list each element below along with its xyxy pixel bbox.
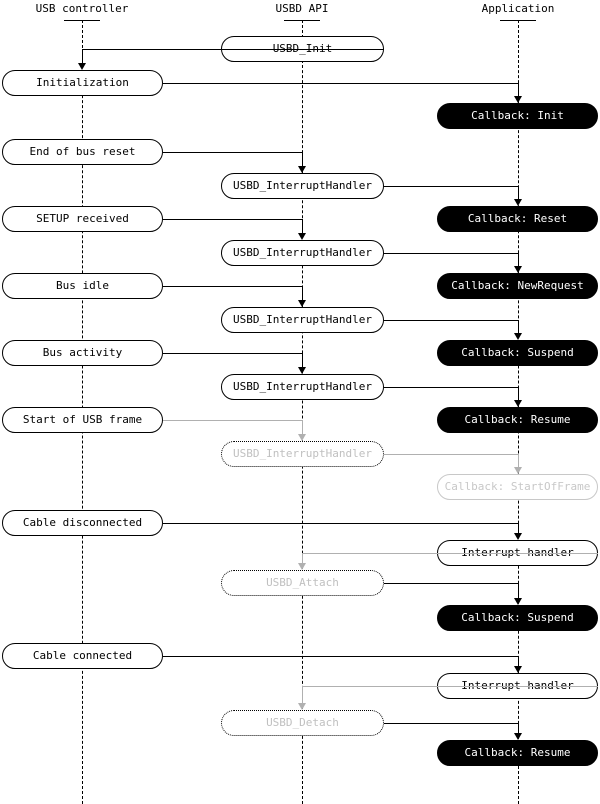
connector-arrowhead [514, 199, 522, 206]
connector-arrowhead [298, 703, 306, 710]
connector-arrowhead [298, 233, 306, 240]
node-n4[interactable]: End of bus reset [2, 139, 163, 165]
connector-horizontal [163, 353, 302, 354]
connector-vertical [518, 186, 519, 200]
node-n25[interactable]: USBD_Detach [221, 710, 384, 736]
node-n6[interactable]: Callback: Reset [437, 206, 598, 232]
connector-vertical [302, 553, 303, 564]
node-n21[interactable]: USBD_Attach [221, 570, 384, 596]
connector-arrowhead [298, 563, 306, 570]
connector-vertical [302, 286, 303, 301]
node-n7[interactable]: SETUP received [2, 206, 163, 232]
connector-horizontal [163, 286, 302, 287]
node-n17[interactable]: USBD_InterruptHandler [221, 441, 384, 467]
connector-vertical [302, 420, 303, 435]
connector-horizontal [302, 553, 598, 554]
connector-arrowhead [78, 63, 86, 70]
connector-horizontal [384, 454, 518, 455]
connector-arrowhead [514, 266, 522, 273]
node-n9[interactable]: Callback: NewRequest [437, 273, 598, 299]
column-header-controller: USB controller [35, 2, 129, 15]
connector-arrowhead [514, 598, 522, 605]
connector-horizontal [82, 49, 384, 50]
column-header-usbd: USBD API [275, 2, 329, 15]
node-n23[interactable]: Cable connected [2, 643, 163, 669]
connector-horizontal [384, 186, 518, 187]
connector-horizontal [384, 723, 518, 724]
node-n10[interactable]: Bus idle [2, 273, 163, 299]
connector-horizontal [163, 219, 302, 220]
connector-vertical [518, 320, 519, 334]
connector-horizontal [163, 523, 518, 524]
node-n19[interactable]: Cable disconnected [2, 510, 163, 536]
connector-vertical [302, 152, 303, 167]
connector-vertical [302, 219, 303, 234]
connector-horizontal [163, 83, 518, 84]
connector-arrowhead [298, 367, 306, 374]
connector-horizontal [163, 656, 518, 657]
connector-arrowhead [298, 166, 306, 173]
connector-horizontal [384, 387, 518, 388]
connector-horizontal [384, 320, 518, 321]
lifeline-head-controller [64, 20, 100, 21]
connector-arrowhead [298, 300, 306, 307]
connector-arrowhead [298, 434, 306, 441]
connector-vertical [518, 454, 519, 468]
node-n11[interactable]: USBD_InterruptHandler [221, 307, 384, 333]
node-n3[interactable]: Callback: Init [437, 103, 598, 129]
connector-horizontal [384, 583, 518, 584]
node-n15[interactable]: Callback: Resume [437, 407, 598, 433]
node-n26[interactable]: Callback: Resume [437, 740, 598, 766]
column-header-app: Application [481, 2, 555, 15]
connector-vertical [518, 656, 519, 667]
node-n8[interactable]: USBD_InterruptHandler [221, 240, 384, 266]
connector-arrowhead [514, 96, 522, 103]
node-n22[interactable]: Callback: Suspend [437, 605, 598, 631]
connector-vertical [518, 387, 519, 401]
lifeline-head-usbd [284, 20, 320, 21]
connector-arrowhead [514, 333, 522, 340]
connector-arrowhead [514, 400, 522, 407]
connector-vertical [302, 686, 303, 704]
connector-vertical [518, 83, 519, 97]
node-n5[interactable]: USBD_InterruptHandler [221, 173, 384, 199]
node-n18[interactable]: Callback: StartOfFrame [437, 474, 598, 500]
lifeline-head-app [500, 20, 536, 21]
node-n12[interactable]: Callback: Suspend [437, 340, 598, 366]
node-n2[interactable]: Initialization [2, 70, 163, 96]
connector-arrowhead [514, 733, 522, 740]
connector-arrowhead [514, 467, 522, 474]
connector-vertical [302, 353, 303, 368]
connector-vertical [518, 253, 519, 267]
node-n14[interactable]: USBD_InterruptHandler [221, 374, 384, 400]
node-n13[interactable]: Bus activity [2, 340, 163, 366]
connector-vertical [518, 723, 519, 734]
connector-vertical [518, 523, 519, 534]
connector-vertical [82, 49, 83, 64]
connector-horizontal [302, 686, 598, 687]
connector-horizontal [163, 420, 302, 421]
connector-horizontal [384, 253, 518, 254]
connector-vertical [518, 583, 519, 599]
node-n16[interactable]: Start of USB frame [2, 407, 163, 433]
lifeline-usbd [302, 20, 303, 804]
connector-horizontal [163, 152, 302, 153]
connector-arrowhead [514, 533, 522, 540]
connector-arrowhead [514, 666, 522, 673]
